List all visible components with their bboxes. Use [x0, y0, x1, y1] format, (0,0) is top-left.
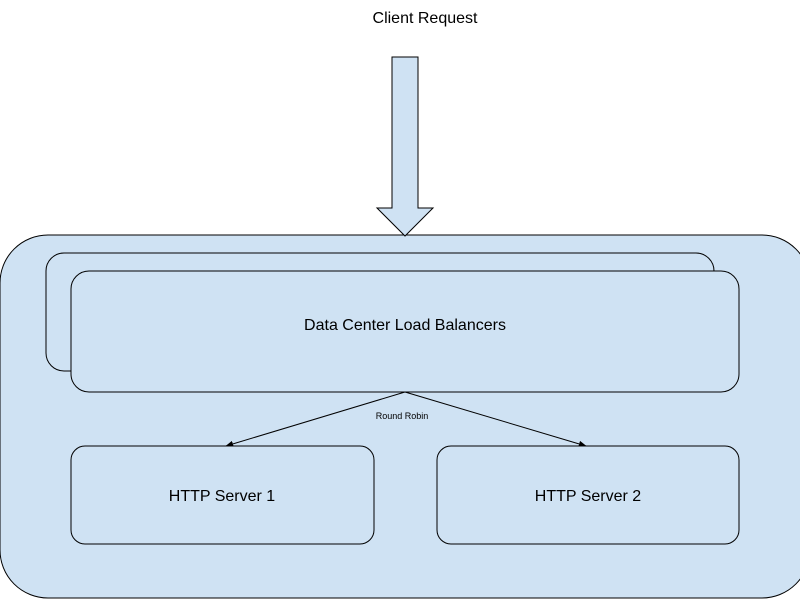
http-server-2-box[interactable] [436, 445, 740, 545]
http-server-2-label: HTTP Server 2 [535, 488, 642, 505]
http-server-1-box[interactable] [70, 445, 375, 545]
edge-to-server-2 [404, 391, 587, 448]
request-arrow [375, 56, 435, 237]
edge-to-server-1 [225, 391, 406, 447]
client-request-label: Client Request [373, 10, 479, 27]
round-robin-label: Round Robin [376, 411, 429, 421]
load-balancer-label: Data Center Load Balancers [304, 317, 506, 334]
http-server-1-label: HTTP Server 1 [169, 488, 276, 505]
